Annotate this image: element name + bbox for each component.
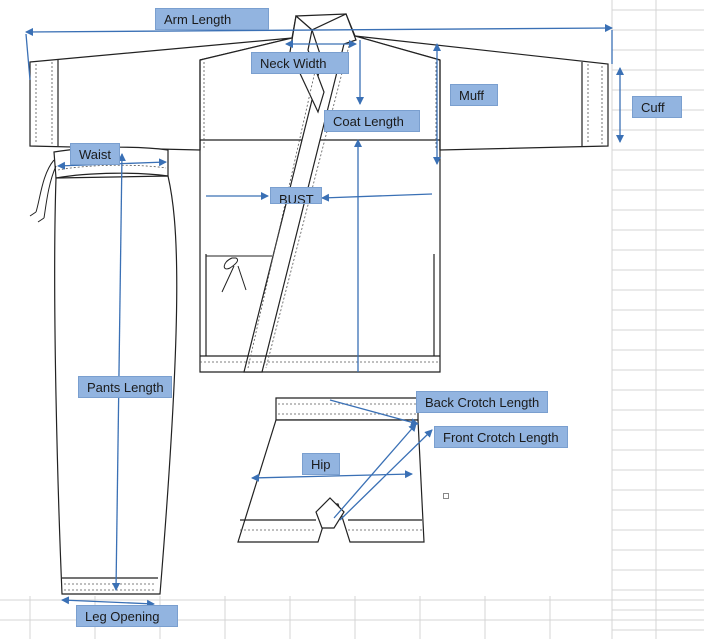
coat-length-label: Coat Length xyxy=(324,110,420,132)
pants-length-arrow xyxy=(112,153,126,591)
muff-label: Muff xyxy=(450,84,498,106)
pants-drawing xyxy=(53,146,178,595)
waist-label: Waist xyxy=(70,143,120,165)
measurement-arrows xyxy=(25,24,624,608)
bust-right-arrow xyxy=(321,193,433,202)
hip-label: Hip xyxy=(302,453,340,475)
back-crotch-arrow xyxy=(329,399,419,427)
jacket-drawing xyxy=(29,13,609,373)
selection-handle[interactable] xyxy=(443,493,449,499)
pants-drawstring xyxy=(29,159,57,223)
front-crotch-length-label: Front Crotch Length xyxy=(434,426,568,448)
arm-length-label: Arm Length xyxy=(155,8,269,30)
jacket-tie xyxy=(206,255,272,293)
leg-opening-arrow xyxy=(61,596,155,608)
shorts-waistband xyxy=(275,397,419,421)
leg-opening-label: Leg Opening xyxy=(76,605,178,627)
jacket-stitching xyxy=(35,41,603,369)
pants-length-label: Pants Length xyxy=(78,376,172,398)
arm-length-arrow xyxy=(25,24,613,36)
back-crotch-length-label: Back Crotch Length xyxy=(416,391,548,413)
neck-width-label: Neck Width xyxy=(251,52,349,74)
cuff-label: Cuff xyxy=(632,96,682,118)
bust-label: BUST xyxy=(270,187,322,204)
shorts-crotch-gusset xyxy=(315,497,345,529)
arm-length-tick-left xyxy=(25,33,31,81)
hip-arrow xyxy=(251,470,413,482)
